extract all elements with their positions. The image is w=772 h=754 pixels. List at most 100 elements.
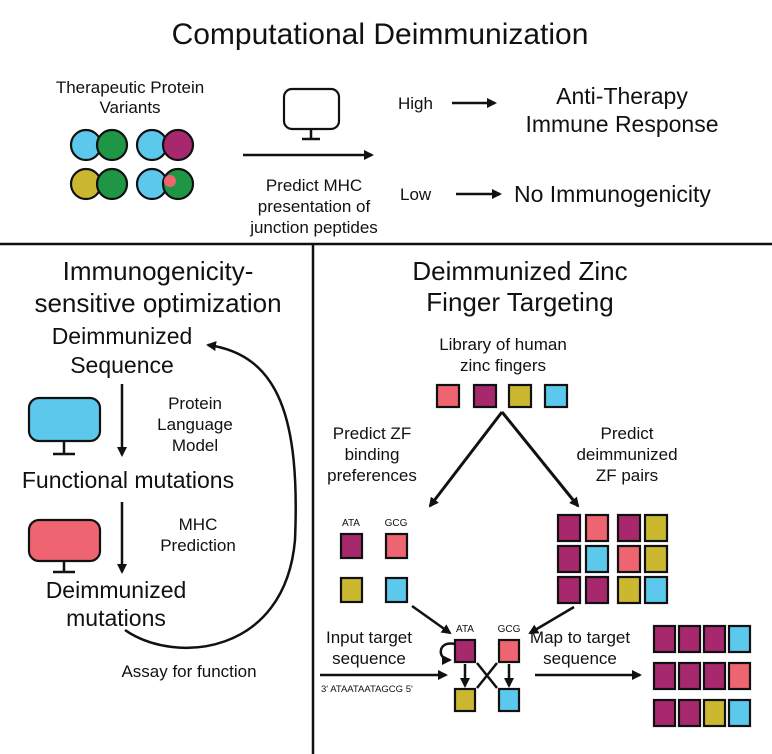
codon-ata: ATA [342, 518, 360, 529]
zinc-finger-square [384, 576, 409, 604]
zinc-finger-square [472, 383, 498, 409]
input-label-line-1: Input target [326, 628, 412, 647]
zinc-finger-square [677, 698, 702, 728]
zinc-finger-square [677, 661, 702, 691]
zinc-finger-square [584, 544, 610, 574]
variant-circle [95, 128, 129, 162]
map-label-line-1: Map to target [530, 628, 630, 647]
zinc-finger-square [643, 544, 669, 574]
predict-label-line-3: junction peptides [249, 218, 378, 237]
zinc-finger-square [556, 544, 582, 574]
zinc-finger-square [616, 575, 642, 605]
binding-to-assembly-arrow [411, 604, 452, 635]
zinc-finger-square [727, 624, 752, 654]
zinc-finger-square [702, 661, 727, 691]
map-label-line-2: sequence [543, 649, 617, 668]
mhc-label-line-2: Prediction [160, 536, 236, 555]
zinc-finger-square [339, 532, 364, 560]
predict-label-line-1: Predict MHC [266, 176, 362, 195]
zinc-finger-square [643, 513, 669, 543]
zinc-finger-square [497, 638, 521, 664]
zinc-finger-square [652, 698, 677, 728]
zinc-finger-square [453, 638, 477, 664]
assay-loop-arrow [124, 341, 297, 649]
codon-ata: ATA [456, 624, 474, 635]
left-panel: Immunogenicity- sensitive optimization D… [22, 256, 297, 681]
right-heading-line-1: Deimmunized Zinc [412, 256, 627, 286]
zinc-finger-square [727, 698, 752, 728]
deimmunized-mutations-line-1: Deimmunized [46, 577, 187, 603]
zinc-finger-square [652, 624, 677, 654]
mapped-zf-output [652, 624, 752, 728]
zinc-finger-square [384, 532, 409, 560]
predict-pairs-line-3: ZF pairs [596, 466, 658, 485]
variant-circle [95, 167, 129, 201]
monitor-icon [27, 396, 102, 456]
pairs-to-assembly-arrow [528, 605, 575, 635]
top-section: Therapeutic Protein Variants Predict MHC… [56, 78, 719, 237]
target-assembly: ATA GCG [439, 624, 521, 713]
left-heading-line-2: sensitive optimization [34, 288, 281, 318]
assay-label: Assay for function [121, 662, 256, 681]
plm-label-line-3: Model [172, 436, 218, 455]
zinc-finger-square [453, 687, 477, 713]
zinc-finger-square [702, 624, 727, 654]
library-label-line-2: zinc fingers [460, 356, 546, 375]
protein-variant-icons [69, 128, 195, 201]
predict-label-line-2: presentation of [258, 197, 371, 216]
high-result-line-1: Anti-Therapy [556, 83, 688, 109]
right-panel: Deimmunized Zinc Finger Targeting Librar… [320, 256, 752, 728]
self-loop-arrow [439, 642, 456, 665]
predict-pairs-line-2: deimmunized [576, 445, 677, 464]
zinc-finger-square [543, 383, 569, 409]
zinc-finger-square [702, 698, 727, 728]
codon-gcg: GCG [498, 624, 521, 635]
variants-label-line-2: Variants [99, 98, 160, 117]
zinc-finger-square [677, 624, 702, 654]
zinc-finger-square [616, 544, 642, 574]
low-label: Low [400, 185, 432, 204]
plm-label-line-2: Language [157, 415, 233, 434]
codon-gcg: GCG [385, 518, 408, 529]
functional-mutations: Functional mutations [22, 467, 234, 493]
zinc-finger-square [652, 661, 677, 691]
cross-line [476, 662, 498, 689]
binding-arrow [428, 411, 504, 508]
page-title: Computational Deimmunization [172, 18, 589, 51]
predict-binding-line-3: preferences [327, 466, 417, 485]
zinc-finger-square [507, 383, 533, 409]
predict-pairs-line-1: Predict [601, 424, 654, 443]
zinc-finger-square [584, 575, 610, 605]
zinc-finger-square [584, 513, 610, 543]
library-label-line-1: Library of human [439, 335, 567, 354]
plm-label-line-1: Protein [168, 394, 222, 413]
zinc-finger-square [435, 383, 461, 409]
deimmunized-sequence-line-2: Sequence [70, 352, 174, 378]
right-heading-line-2: Finger Targeting [426, 287, 613, 317]
zf-pairs-grid [556, 513, 669, 605]
mutation-dot [164, 175, 176, 187]
zinc-finger-square [616, 513, 642, 543]
input-label-line-2: sequence [332, 649, 406, 668]
zinc-finger-square [339, 576, 364, 604]
high-label: High [398, 94, 433, 113]
high-result-line-2: Immune Response [525, 111, 718, 137]
variants-label-line-1: Therapeutic Protein [56, 78, 204, 97]
left-heading-line-1: Immunogenicity- [63, 256, 254, 286]
deimmunized-sequence-line-1: Deimmunized [52, 323, 193, 349]
predict-binding-line-2: binding [345, 445, 400, 464]
pairs-arrow [500, 411, 580, 508]
zinc-finger-square [643, 575, 669, 605]
monitor-icon [27, 518, 102, 574]
target-sequence: 3' ATAATAATAGCG 5' [321, 684, 413, 695]
zinc-finger-square [556, 513, 582, 543]
zinc-finger-square [556, 575, 582, 605]
mhc-label-line-1: MHC [179, 515, 218, 534]
deimmunized-mutations-line-2: mutations [66, 605, 166, 631]
zinc-finger-square [497, 687, 521, 713]
predict-binding-line-1: Predict ZF [333, 424, 411, 443]
binding-preferences: ATA GCG [339, 518, 409, 604]
monitor-icon [282, 87, 341, 141]
zinc-finger-library [435, 383, 569, 409]
